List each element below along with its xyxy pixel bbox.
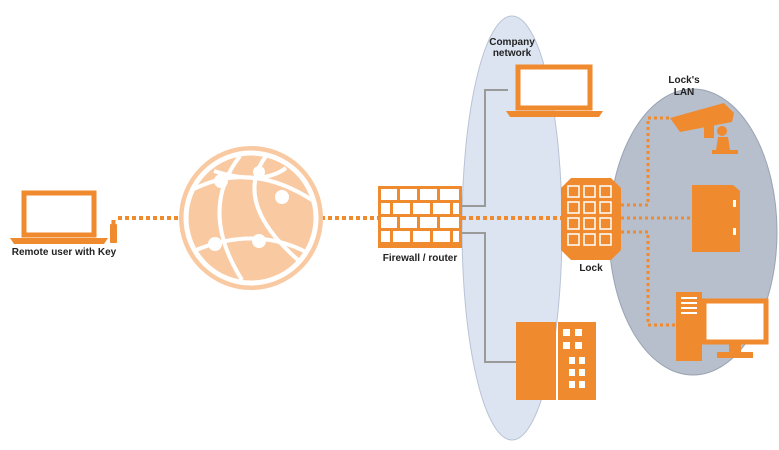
desktop-computer-icon bbox=[676, 292, 769, 361]
company-wire-building bbox=[462, 232, 516, 363]
company-network-label-line1: Company bbox=[489, 37, 535, 48]
connection-lock-to-camera bbox=[621, 116, 672, 207]
company-wire-laptop bbox=[462, 89, 508, 207]
laptop-icon bbox=[506, 64, 603, 117]
lock-lan-label-line1: Lock's bbox=[668, 75, 700, 86]
usb-key-icon bbox=[110, 220, 117, 243]
company-network-label-line2: network bbox=[493, 48, 532, 59]
globe-icon bbox=[179, 146, 323, 290]
firewall-icon bbox=[378, 186, 462, 248]
lock-label: Lock bbox=[579, 263, 603, 274]
security-camera-icon bbox=[670, 103, 738, 154]
connection-lock-to-workstation bbox=[621, 230, 676, 327]
remote-user-label: Remote user with Key bbox=[12, 247, 117, 258]
keypad-lock-icon bbox=[561, 178, 621, 260]
lock-lan-label-line2: LAN bbox=[674, 87, 695, 98]
building-icon bbox=[516, 322, 596, 400]
laptop-icon bbox=[10, 190, 108, 244]
door-icon bbox=[692, 185, 740, 252]
firewall-label: Firewall / router bbox=[383, 253, 458, 264]
